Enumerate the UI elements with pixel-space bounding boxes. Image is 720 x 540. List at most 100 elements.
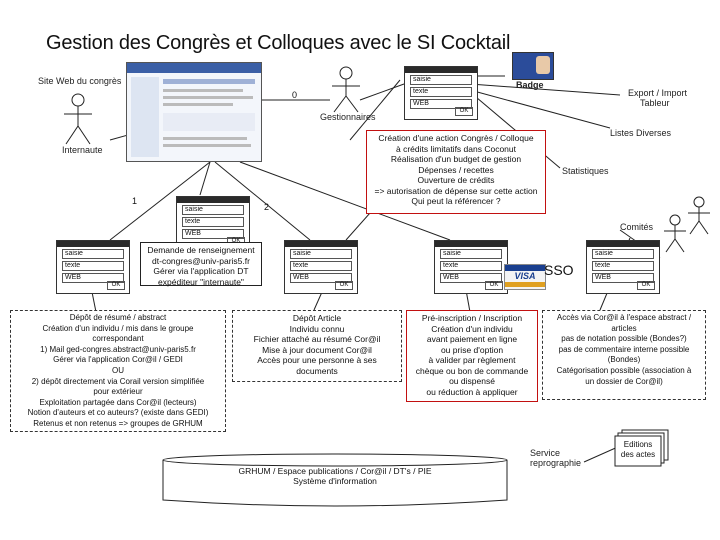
acces-line: un dossier de Cor@il) — [585, 376, 663, 386]
resume-line: OU — [112, 365, 124, 375]
page-title: Gestion des Congrès et Colloques avec le… — [46, 32, 511, 54]
database-label: GRHUM / Espace publications / Cor@il / D… — [160, 466, 510, 486]
resume-line: Exploitation partagée dans Cor@il (lecte… — [39, 397, 197, 407]
website-thumbnail — [126, 62, 262, 162]
form-field: saisie — [410, 75, 472, 85]
form-field: WEB — [592, 273, 654, 283]
acces-line: pas de notation possible (Bondes?) — [561, 334, 687, 344]
gestionnaires-label: Gestionnaires — [320, 112, 376, 122]
gestion-form: saisie texte WEB OK — [404, 66, 478, 120]
preinscription-box: Pré-inscription / Inscription Création d… — [406, 310, 538, 402]
resume-line: 2) dépôt directement via Corail version … — [31, 376, 205, 386]
resume-line: pour extérieur — [93, 387, 143, 397]
visa-label: VISA — [514, 271, 536, 281]
preinscription-line: chèque ou bon de commande — [415, 365, 529, 376]
form-field: WEB — [182, 229, 244, 239]
preinscription-line: avant paiement en ligne — [426, 334, 518, 344]
badge-label: Badge — [516, 80, 544, 90]
comites-actor-icon — [688, 196, 710, 235]
preinscription-line: à valider par règlement — [428, 355, 516, 365]
form-field: saisie — [592, 249, 654, 259]
database-cylinder-icon — [162, 453, 508, 507]
demande-line: expéditeur "internaute" — [158, 276, 244, 287]
ok-button: OK — [107, 281, 125, 290]
form-field: saisie — [62, 249, 124, 259]
demande-line: Demande de renseignement — [147, 245, 255, 255]
edge-number: 2 — [264, 202, 270, 212]
action-line: => autorisation de dépense sur cette act… — [374, 185, 538, 196]
document-stack-icon — [614, 429, 669, 467]
ok-button: OK — [335, 281, 353, 290]
article-line: Fichier attaché au résumé Cor@il — [253, 334, 381, 344]
action-line: Réalisation d'un budget de gestion — [390, 154, 522, 164]
form-field: saisie — [440, 249, 502, 259]
export-import-label: Export / Import — [628, 88, 688, 98]
form-field: saisie — [182, 205, 244, 215]
editions-line: des actes — [620, 450, 656, 459]
form-field: WEB — [410, 99, 472, 109]
form-field: WEB — [62, 273, 124, 283]
comites-actor-icon-2 — [664, 214, 686, 253]
action-line: Création d'une action Congrès / Colloque — [378, 133, 534, 143]
form-field: WEB — [440, 273, 502, 283]
form-field: texte — [592, 261, 654, 271]
acces-line: Catégorisation possible (association à — [556, 365, 692, 375]
article-form: saisie texte WEB OK — [284, 240, 358, 294]
form-field: WEB — [290, 273, 352, 283]
acces-line: Accès via Cor@il à l'espace abstract / — [556, 313, 692, 322]
preinscription-line: Création d'un individu — [431, 323, 513, 334]
preinscription-line: Pré-inscription / Inscription — [421, 313, 523, 323]
comites-form: saisie texte WEB OK — [586, 240, 660, 294]
comites-label: Comités — [620, 222, 654, 232]
form-field: texte — [182, 217, 244, 227]
form-field: texte — [290, 261, 352, 271]
database-line: GRHUM / Espace publications / Cor@il / D… — [238, 466, 432, 476]
acces-line: pas de commentaire interne possible — [558, 344, 690, 354]
site-web-label: Site Web du congrès — [38, 76, 122, 86]
article-line: Accès pour une personne à ses — [257, 355, 377, 365]
article-line: Individu connu — [289, 323, 345, 334]
reprographie-label: reprographie — [530, 458, 582, 468]
article-line: Mise à jour document Cor@il — [262, 344, 372, 355]
resume-box: Dépôt de résumé / abstract Création d'un… — [10, 310, 226, 432]
article-box: Dépôt Article Individu connu Fichier att… — [232, 310, 402, 382]
resume-line: Gérer via l'application Cor@il / GEDI — [53, 355, 183, 365]
edge-number: 0 — [292, 90, 298, 100]
listes-label: Listes Diverses — [610, 128, 672, 138]
demande-line: Gérer via l'application DT — [153, 266, 249, 276]
article-line: documents — [296, 365, 338, 376]
gestionnaires-actor-icon — [332, 66, 360, 113]
acces-line: articles — [611, 323, 637, 333]
resume-line: Création d'un individu / mis dans le gro… — [42, 323, 194, 333]
ok-button: OK — [637, 281, 655, 290]
action-line: Ouverture de crédits — [417, 175, 495, 185]
resume-line: Retenus et non retenus => groupes de GRH… — [33, 418, 203, 428]
action-line: Qui peut la référencer ? — [411, 196, 501, 206]
acces-box: Accès via Cor@il à l'espace abstract / a… — [542, 310, 706, 400]
resume-form: saisie texte WEB OK — [56, 240, 130, 294]
inscription-form: saisie texte WEB OK — [434, 240, 508, 294]
form-field: texte — [440, 261, 502, 271]
internaute-label: Internaute — [62, 145, 103, 155]
resume-line: 1) Mail ged-congres.abstract@univ-paris5… — [40, 344, 196, 354]
resume-line: correspondant — [92, 334, 144, 344]
preinscription-line: ou dispensé — [449, 376, 495, 386]
resume-line: Dépôt de résumé / abstract — [69, 313, 167, 322]
sso-label: SSO — [544, 262, 574, 278]
form-field: texte — [410, 87, 472, 97]
ok-button: OK — [485, 281, 503, 290]
edge-number: 1 — [132, 196, 138, 206]
article-line: Dépôt Article — [292, 313, 342, 323]
visa-card-icon: VISA — [504, 264, 546, 290]
badge-icon — [512, 52, 554, 80]
demande-line: dt-congres@univ-paris5.fr — [152, 255, 250, 266]
resume-line: Notion d'auteurs et co auteurs? (existe … — [27, 408, 209, 418]
editions-label: Editions des actes — [616, 440, 660, 460]
form-field: texte — [62, 261, 124, 271]
preinscription-line: ou prise d'option — [440, 344, 504, 355]
statistiques-label: Statistiques — [562, 166, 609, 176]
action-box: Création d'une action Congrès / Colloque… — [366, 130, 546, 214]
demande-box: Demande de renseignement dt-congres@univ… — [140, 242, 262, 287]
action-line: à crédits limitatifs dans Coconut — [396, 143, 516, 154]
ok-button: OK — [455, 107, 473, 116]
